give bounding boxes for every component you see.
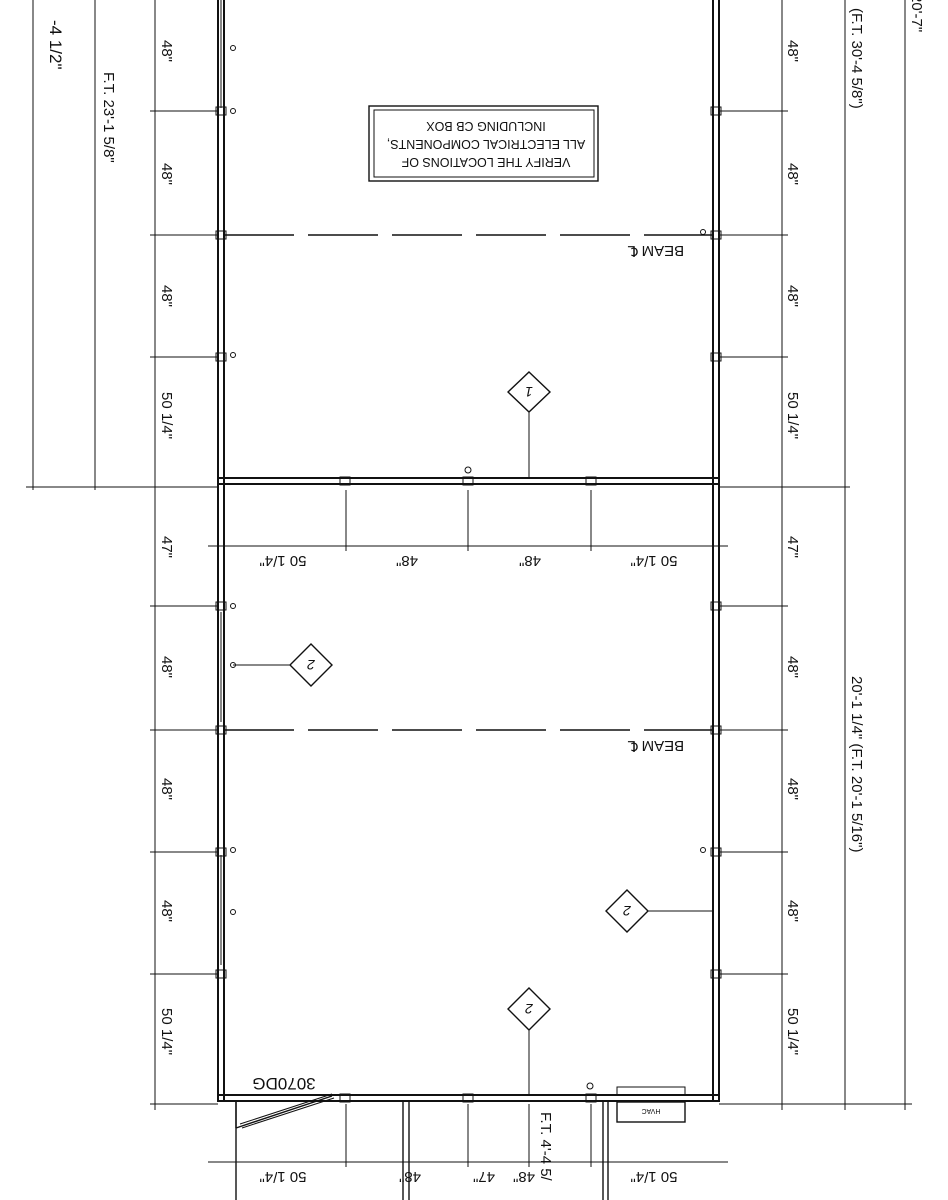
beam-lines — [224, 234, 713, 731]
right-dim-1: 48" — [784, 40, 801, 62]
tag-1-label: 1 — [525, 384, 533, 400]
horizontal-dimension-lines — [208, 490, 728, 1167]
tag-1: 1 — [506, 371, 552, 478]
beam-label-upper: BEAM ℄ — [627, 242, 684, 259]
electrical-note: VERIFY THE LOCATIONS OF ALL ELECTRICAL C… — [368, 105, 599, 182]
note-line-1: VERIFY THE LOCATIONS OF — [401, 155, 570, 169]
bottom-dim-4: 48" — [513, 1168, 535, 1185]
left-dim-4: 50 1/4" — [158, 392, 175, 439]
hvac-unit: HVAC — [616, 1086, 686, 1123]
tag-2-right: 2 — [605, 889, 713, 933]
left-dim-3: 48" — [158, 285, 175, 307]
left-dim-2: 48" — [158, 163, 175, 185]
tag-2-right-label: 2 — [623, 903, 632, 919]
tag-2-bottom: 2 — [507, 987, 551, 1095]
left-dim-6: 48" — [158, 656, 175, 678]
right-dim-6: 48" — [784, 656, 801, 678]
bottom-dim-3: 47" — [473, 1168, 495, 1185]
tag-2-left: 2 — [233, 643, 333, 687]
hvac-label: HVAC — [642, 1107, 661, 1114]
right-lower-total: 20'-1 1/4" (F.T. 20'-1 5/16") — [848, 676, 865, 852]
bottom-ft-dimension: F.T. 4'-4 5/ — [537, 1112, 554, 1182]
mid-dim-4: 50 1/4" — [630, 552, 677, 569]
beam-label-lower: BEAM ℄ — [627, 737, 684, 754]
mid-dim-3: 48" — [519, 552, 541, 569]
left-dimension-texts: -4 1/2" F.T. 23'-1 5/8" 48" 48" 48" 50 1… — [46, 20, 175, 1055]
door-label: 3070DG — [252, 1074, 315, 1093]
tag-2-left-label: 2 — [307, 657, 316, 673]
right-dim-5: 47" — [784, 536, 801, 558]
right-dim-7: 48" — [784, 778, 801, 800]
right-dim-2: 48" — [784, 163, 801, 185]
left-dim-9: 50 1/4" — [158, 1008, 175, 1055]
note-line-2: ALL ELECTRICAL COMPONENTS, — [387, 137, 585, 151]
building-walls — [217, 0, 720, 1200]
right-dim-8: 48" — [784, 900, 801, 922]
right-top-dimension: 20'-7" — [908, 0, 925, 32]
right-ft-dimension: (F.T. 30'-4 5/8") — [848, 8, 865, 109]
right-dimension-lines — [719, 0, 912, 1110]
wall-studs — [215, 45, 722, 1103]
mid-dim-1: 50 1/4" — [259, 552, 306, 569]
tag-2-bottom-label: 2 — [525, 1001, 534, 1017]
left-dim-8: 48" — [158, 900, 175, 922]
left-dimension-lines — [26, 0, 218, 1110]
right-dim-9: 50 1/4" — [784, 1008, 801, 1055]
left-dim-7: 48" — [158, 778, 175, 800]
far-left-dimension: -4 1/2" — [46, 20, 65, 70]
door: 3070DG — [235, 1074, 335, 1129]
left-dim-5: 47" — [158, 536, 175, 558]
bottom-dimension-texts: 50 1/4" 48" 47" 48" 50 1/4" F.T. 4'-4 5/ — [259, 1112, 677, 1185]
right-dimension-texts: 20'-7" (F.T. 30'-4 5/8") 20'-1 1/4" (F.T… — [784, 0, 925, 1055]
mid-dim-2: 48" — [396, 552, 418, 569]
middle-dimension-texts: 50 1/4" 48" 48" 50 1/4" — [259, 552, 677, 569]
bottom-dim-1: 50 1/4" — [259, 1168, 306, 1185]
left-ft-dimension: F.T. 23'-1 5/8" — [100, 72, 117, 163]
bottom-dim-5: 50 1/4" — [630, 1168, 677, 1185]
right-dim-3: 48" — [784, 285, 801, 307]
note-line-3: INCLUDING CB BOX — [426, 119, 546, 133]
right-dim-4: 50 1/4" — [784, 392, 801, 439]
bottom-dim-2: 48" — [399, 1168, 421, 1185]
left-dim-1: 48" — [158, 40, 175, 62]
